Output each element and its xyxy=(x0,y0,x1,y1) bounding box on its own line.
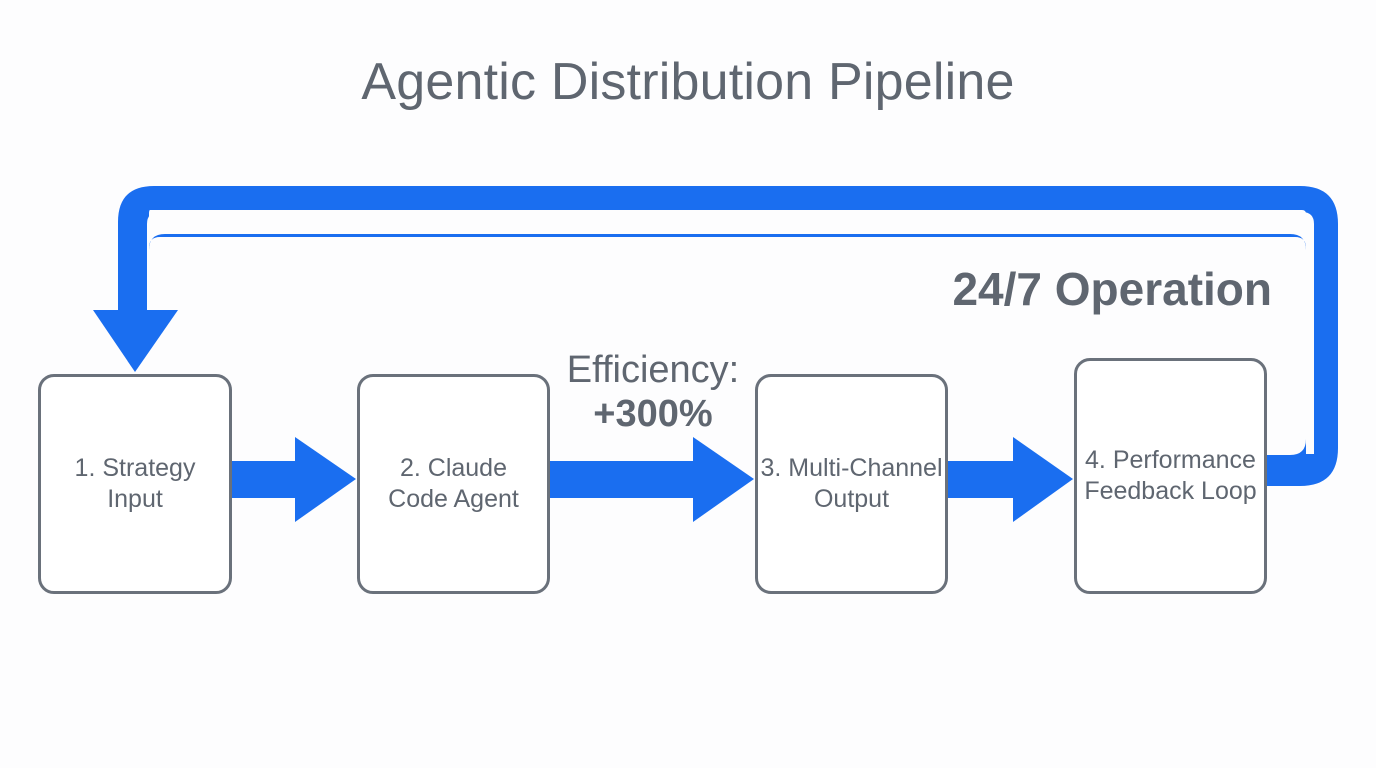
efficiency-annotation: Efficiency: +300% xyxy=(548,348,758,436)
efficiency-label: Efficiency: xyxy=(566,349,740,391)
step-strategy-input: 1. Strategy Input xyxy=(38,374,232,594)
arrow-step3-to-step4 xyxy=(948,437,1073,522)
step-label: 4. Performance Feedback Loop xyxy=(1084,446,1257,505)
arrow-step2-to-step3 xyxy=(550,437,754,522)
page-title: Agentic Distribution Pipeline xyxy=(361,53,1015,111)
step-multi-channel-output: 3. Multi-Channel Output xyxy=(755,374,948,594)
arrow-step1-to-step2 xyxy=(232,437,356,522)
efficiency-value: +300% xyxy=(593,393,713,435)
step-label: 2. Claude Code Agent xyxy=(388,454,519,513)
step-label: 3. Multi-Channel Output xyxy=(760,454,943,513)
step-performance-feedback-loop: 4. Performance Feedback Loop xyxy=(1074,358,1267,594)
feedback-loop-arrowhead xyxy=(93,310,178,372)
operation-annotation: 24/7 Operation xyxy=(952,263,1272,315)
step-claude-code-agent: 2. Claude Code Agent xyxy=(357,374,550,594)
step-label: 1. Strategy Input xyxy=(74,454,196,513)
